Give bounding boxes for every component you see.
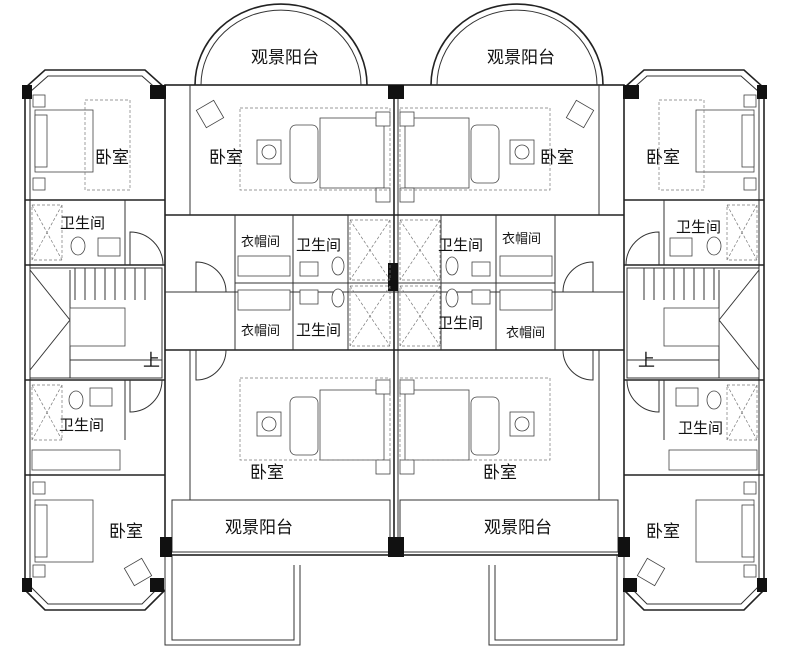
label-bedroom-center-bottom-left: 卧室: [250, 463, 284, 483]
bed-left-top: [32, 94, 131, 191]
label-balcony-bottom-right: 观景阳台: [484, 518, 552, 538]
bed-central-top-left: [239, 107, 391, 203]
label-balcony-top-right: 观景阳台: [487, 48, 555, 68]
label-bathroom-left-bottom: 卫生间: [59, 416, 104, 434]
plant-decorations: [256, 139, 535, 437]
label-bathroom-right-top: 卫生间: [676, 218, 721, 236]
label-bedroom-right-bottom: 卧室: [646, 522, 680, 542]
label-cloakroom-bl: 衣帽间: [241, 323, 280, 339]
bed-left-bottom: [32, 481, 94, 578]
label-cloakroom-tl: 衣帽间: [241, 234, 280, 250]
bed-right-bottom: [695, 481, 757, 578]
right-staircase: [626, 267, 760, 379]
label-bedroom-left-bottom: 卧室: [109, 522, 143, 542]
label-bathroom-left-top: 卫生间: [60, 214, 105, 232]
bed-central-top-right: [399, 107, 551, 203]
label-bathroom-center-tr: 卫生间: [438, 236, 483, 254]
bed-central-bottom-left: [239, 377, 391, 475]
structural-columns: [22, 85, 767, 592]
doors: [129, 231, 660, 413]
label-bedroom-center-top-right: 卧室: [540, 148, 574, 168]
label-bedroom-center-bottom-right: 卧室: [483, 463, 517, 483]
label-bedroom-center-top-left: 卧室: [209, 148, 243, 168]
label-bedroom-left-top: 卧室: [95, 148, 129, 168]
interior-walls: [25, 85, 764, 500]
armchairs: [123, 99, 666, 587]
label-stairs-up-right: 上: [638, 351, 655, 371]
label-cloakroom-br: 衣帽间: [506, 325, 545, 341]
label-cloakroom-tr: 衣帽间: [502, 231, 541, 247]
label-bathroom-center-br: 卫生间: [438, 314, 483, 332]
label-balcony-bottom-left: 观景阳台: [225, 518, 293, 538]
label-bathroom-right-bottom: 卫生间: [678, 419, 723, 437]
label-balcony-top-left: 观景阳台: [251, 48, 319, 68]
left-staircase: [29, 267, 163, 379]
label-bathroom-center-bl: 卫生间: [296, 321, 341, 339]
room-labels: 观景阳台 观景阳台 观景阳台 观景阳台 卧室 卧室 卧室 卧室 卧室 卧室 卧室…: [59, 48, 723, 542]
bed-right-top: [658, 94, 757, 191]
bed-central-bottom-right: [399, 377, 551, 475]
label-bathroom-center-tl: 卫生间: [296, 236, 341, 254]
label-bedroom-right-top: 卧室: [646, 148, 680, 168]
label-stairs-up-left: 上: [143, 351, 160, 371]
bathroom-fixtures: [31, 204, 758, 471]
